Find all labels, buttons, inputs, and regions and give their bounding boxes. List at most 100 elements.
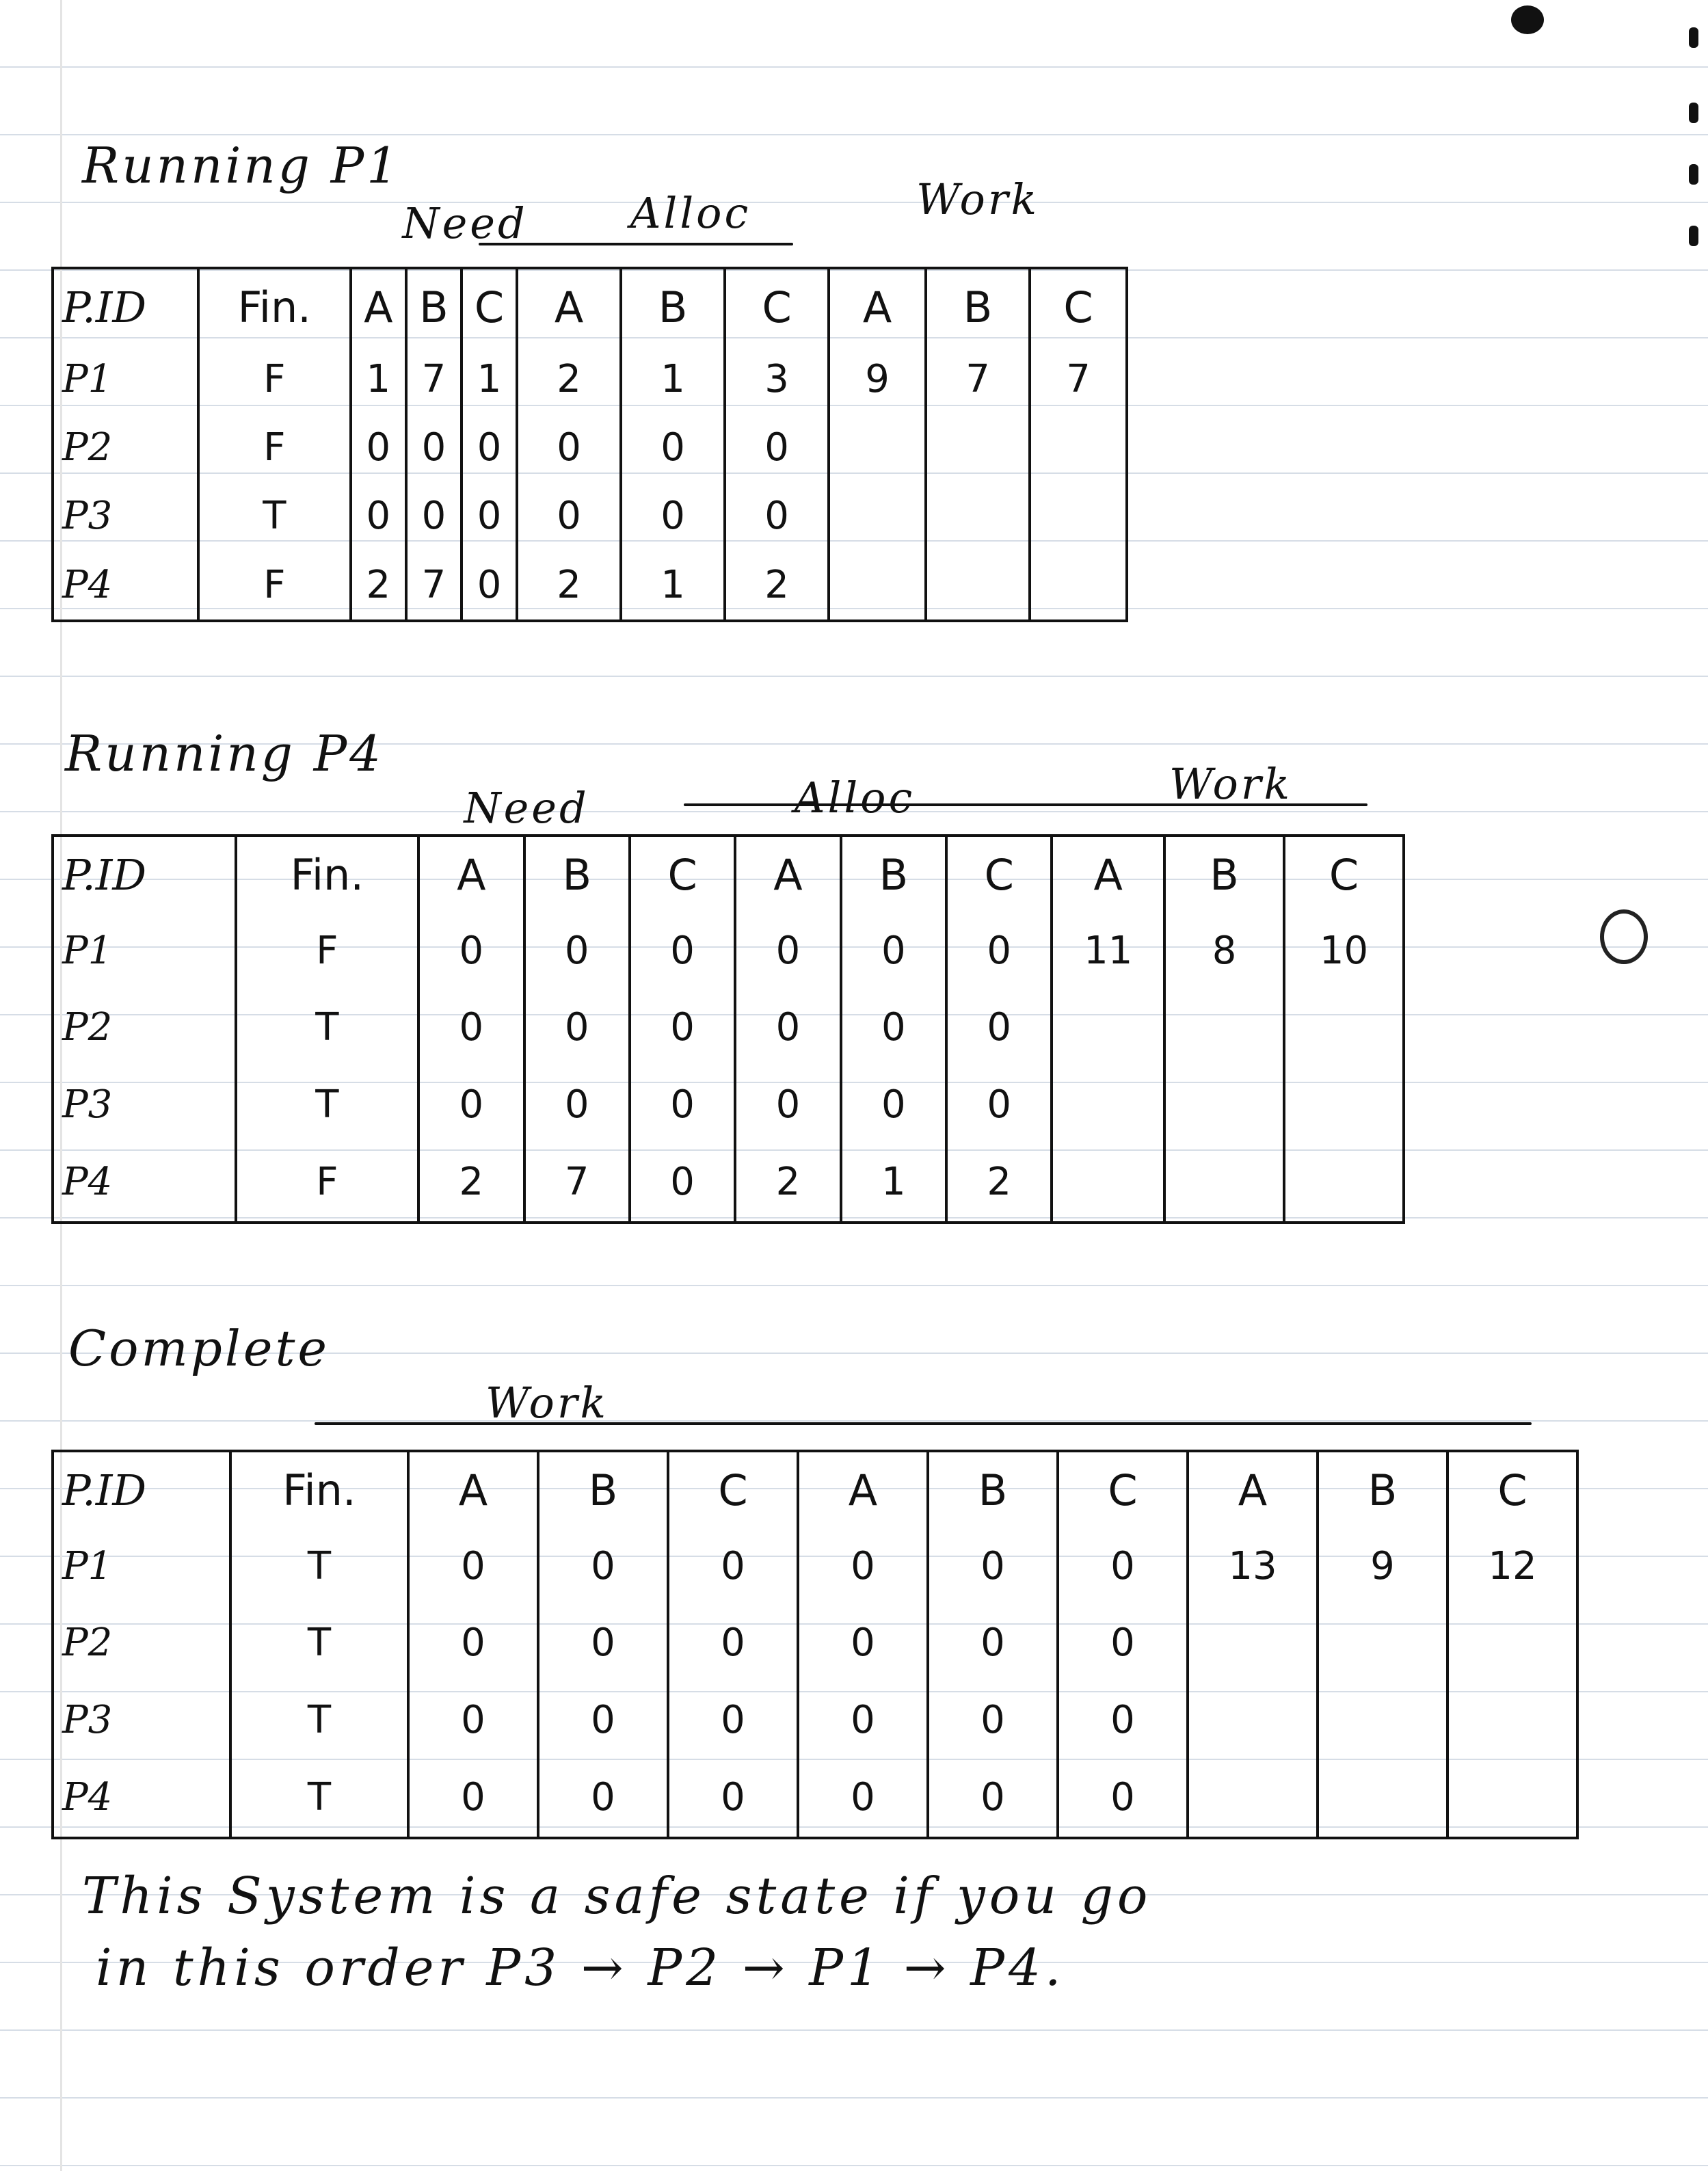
finished-flag-cell: T — [229, 1528, 410, 1605]
group-underline — [315, 1422, 1532, 1425]
value-cell — [1050, 989, 1166, 1067]
group-label-alloc: Alloc — [630, 188, 751, 238]
column-header-pid: P.ID — [51, 1451, 232, 1528]
column-header-finished: Fin. — [196, 268, 352, 345]
column-header-resource: A — [1186, 1451, 1319, 1528]
value-cell: 11 — [1050, 912, 1166, 989]
value-cell — [1028, 550, 1128, 621]
value-cell — [924, 481, 1032, 550]
value-cell — [1186, 1681, 1319, 1759]
value-cell: 0 — [349, 413, 408, 482]
column-header-resource: C — [628, 836, 737, 912]
value-cell: 8 — [1163, 912, 1286, 989]
value-cell — [1050, 1143, 1166, 1223]
value-cell — [1186, 1604, 1319, 1682]
section-heading-running-p4: Running P4 — [65, 725, 384, 782]
value-cell — [1446, 1758, 1579, 1838]
value-cell: 0 — [667, 1758, 799, 1838]
value-cell: 0 — [945, 989, 1054, 1067]
value-cell: 1 — [349, 345, 408, 414]
value-cell: 9 — [827, 345, 928, 414]
process-id-cell: P2 — [51, 1604, 232, 1682]
column-header-resource: B — [619, 268, 727, 345]
value-cell: 0 — [667, 1681, 799, 1759]
value-cell: 2 — [516, 550, 623, 621]
value-cell: 0 — [945, 912, 1054, 989]
value-cell — [827, 413, 928, 482]
column-header-resource: B — [1163, 836, 1286, 912]
finished-flag-cell: F — [196, 550, 352, 621]
value-cell: 0 — [628, 912, 737, 989]
column-header-resource: A — [349, 268, 408, 345]
value-cell — [1446, 1681, 1579, 1759]
value-cell: 2 — [723, 550, 831, 621]
column-header-resource: B — [522, 836, 631, 912]
column-header-resource: C — [1056, 1451, 1189, 1528]
finished-flag-cell: T — [234, 1066, 421, 1143]
group-label-work: Work — [916, 174, 1040, 224]
value-cell: 10 — [1283, 912, 1405, 989]
value-cell: 0 — [516, 481, 623, 550]
value-cell: 0 — [522, 1066, 631, 1143]
value-cell — [1050, 1066, 1166, 1143]
column-header-finished: Fin. — [229, 1451, 410, 1528]
column-header-resource: A — [417, 836, 526, 912]
column-header-resource: B — [924, 268, 1032, 345]
value-cell — [827, 550, 928, 621]
finished-flag-cell: T — [234, 989, 421, 1067]
process-id-cell: P4 — [51, 550, 200, 621]
value-cell: 0 — [1056, 1528, 1189, 1605]
value-cell: 12 — [1446, 1528, 1579, 1605]
value-cell: 7 — [1028, 345, 1128, 414]
value-cell: 0 — [839, 912, 948, 989]
column-header-resource: B — [839, 836, 948, 912]
value-cell: 0 — [407, 1681, 539, 1759]
value-cell — [1316, 1604, 1449, 1682]
value-cell: 0 — [926, 1758, 1059, 1838]
value-cell: 0 — [407, 1758, 539, 1838]
value-cell: 0 — [734, 912, 842, 989]
process-id-cell: P3 — [51, 481, 200, 550]
value-cell: 0 — [417, 912, 526, 989]
value-cell — [924, 550, 1032, 621]
value-cell: 2 — [945, 1143, 1054, 1223]
group-underline — [479, 243, 793, 245]
value-cell: 2 — [516, 345, 623, 414]
column-header-resource: A — [407, 1451, 539, 1528]
value-cell: 7 — [522, 1143, 631, 1223]
punch-hole — [1689, 164, 1698, 185]
process-id-cell: P3 — [51, 1066, 237, 1143]
value-cell: 0 — [734, 989, 842, 1067]
punch-hole — [1511, 5, 1544, 34]
value-cell: 0 — [1056, 1604, 1189, 1682]
value-cell: 1 — [619, 345, 727, 414]
column-header-resource: C — [1283, 836, 1405, 912]
value-cell: 0 — [459, 550, 519, 621]
process-id-cell: P3 — [51, 1681, 232, 1759]
value-cell — [1283, 1066, 1405, 1143]
value-cell — [1316, 1758, 1449, 1838]
value-cell: 0 — [537, 1528, 669, 1605]
value-cell: 0 — [926, 1528, 1059, 1605]
value-cell — [1283, 989, 1405, 1067]
section-heading-running-p1: Running P1 — [82, 137, 401, 194]
group-label-work: Work — [485, 1378, 609, 1428]
group-label-work: Work — [1169, 759, 1293, 809]
value-cell: 1 — [619, 550, 727, 621]
value-cell — [1163, 989, 1286, 1067]
value-cell: 0 — [537, 1758, 669, 1838]
value-cell: 1 — [839, 1143, 948, 1223]
value-cell: 0 — [628, 1143, 737, 1223]
value-cell: 0 — [628, 989, 737, 1067]
